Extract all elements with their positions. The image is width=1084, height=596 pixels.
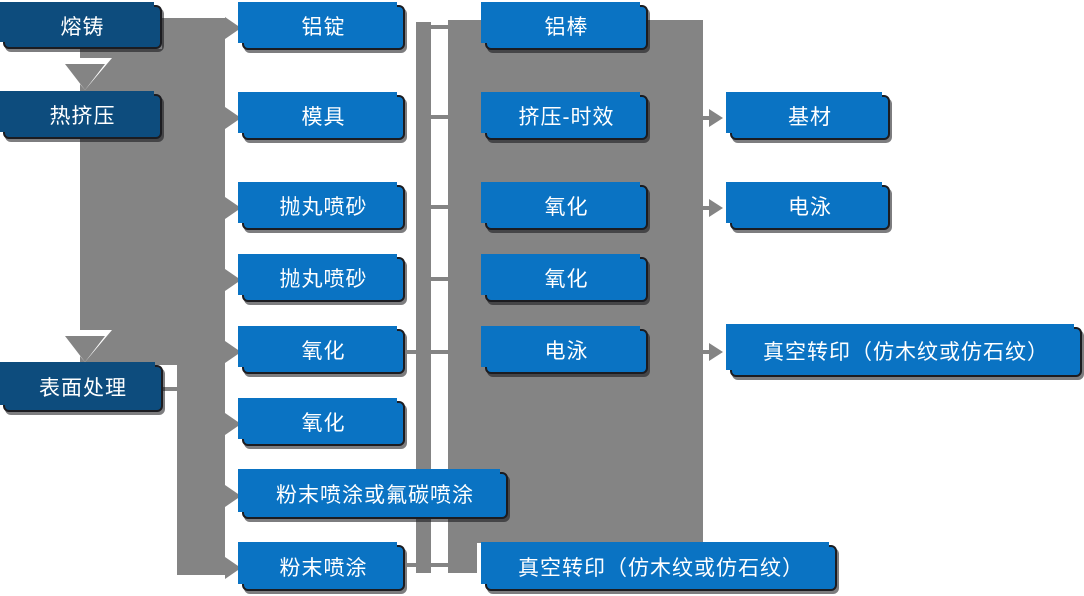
arrow-to-shot-blasting-2-icon: [225, 269, 241, 291]
node-oxidation-d: 氧化: [481, 254, 648, 302]
arrow-to-powder-coating-icon: [225, 557, 241, 579]
connector-stub-row3: [431, 205, 448, 209]
arrow-to-shot-blasting-1-icon: [225, 197, 241, 219]
node-melting: 熔铸: [0, 2, 162, 49]
node-powder-coating-label: 粉末喷涂: [279, 556, 368, 580]
node-vacuum-transfer-print-2: 真空转印（仿木纹或仿石纹）: [481, 542, 837, 591]
node-shot-blasting-2: 抛丸喷砂: [238, 254, 405, 302]
node-vacuum-transfer-print-1: 真空转印（仿木纹或仿石纹）: [726, 324, 1082, 377]
arrow-to-powder-fluorocarbon-icon: [225, 485, 241, 507]
connector-stub-row5: [407, 350, 448, 354]
arrow-to-oxidation-a-icon: [225, 341, 241, 363]
node-oxidation-c: 氧化: [481, 182, 648, 230]
connector-stub-row2: [431, 115, 448, 119]
node-oxidation-b: 氧化: [238, 398, 405, 446]
node-powder-or-fluorocarbon-coating: 粉末喷涂或氟碳喷涂: [238, 469, 508, 519]
connector-stub-row8: [407, 563, 448, 567]
node-hot-extrusion-label: 热挤压: [49, 105, 116, 128]
node-base-material: 基材: [726, 92, 890, 140]
node-hot-extrusion: 热挤压: [0, 91, 162, 139]
connector-left-trunk-lower: [177, 365, 225, 575]
connector-stub-row1: [431, 25, 448, 29]
node-mold: 模具: [238, 92, 405, 140]
node-aluminum-ingot: 铝锭: [238, 2, 405, 50]
arrow-to-mold-icon: [225, 107, 241, 129]
node-vacuum-transfer-print-2-label: 真空转印（仿木纹或仿石纹）: [518, 556, 804, 580]
arrow-to-vacuum-transfer-icon: [709, 343, 723, 361]
node-aluminum-rod: 铝棒: [481, 2, 648, 50]
arrow-stem-electrophoresis: [700, 206, 710, 210]
node-oxidation-b-label: 氧化: [301, 412, 346, 435]
arrow-stem-vacuum-transfer: [700, 350, 710, 354]
arrow-to-electrophoresis-icon: [709, 199, 723, 217]
node-mold-label: 模具: [301, 106, 346, 129]
arrow-to-aluminum-ingot-icon: [225, 17, 241, 39]
arrow-down-to-hot-extrusion-icon: [65, 64, 105, 90]
node-surface-treatment-label: 表面处理: [39, 377, 127, 400]
node-oxidation-a-label: 氧化: [301, 340, 346, 363]
connector-stub-row4: [431, 277, 448, 281]
node-shot-blasting-2-label: 抛丸喷砂: [279, 268, 368, 291]
node-oxidation-c-label: 氧化: [544, 196, 589, 219]
node-electrophoresis-b-label: 电泳: [788, 196, 832, 219]
connector-panel-leg: [448, 543, 477, 573]
node-electrophoresis-a-label: 电泳: [544, 340, 589, 363]
node-powder-or-fluorocarbon-coating-label: 粉末喷涂或氟碳喷涂: [276, 484, 474, 507]
node-vacuum-transfer-print-1-label: 真空转印（仿木纹或仿石纹）: [763, 340, 1049, 364]
node-extrusion-aging-label: 挤压-时效: [518, 106, 615, 129]
connector-middle-bar: [416, 22, 431, 573]
node-base-material-label: 基材: [788, 106, 832, 129]
connector-top-band: [162, 18, 225, 49]
connector-surface-treatment-stub: [163, 387, 178, 391]
arrow-stem-base-material: [700, 116, 710, 120]
node-oxidation-a: 氧化: [238, 326, 405, 374]
node-electrophoresis-a: 电泳: [481, 326, 648, 374]
node-powder-coating: 粉末喷涂: [238, 542, 405, 591]
arrow-down-to-surface-treatment-icon: [65, 336, 105, 362]
node-extrusion-aging: 挤压-时效: [481, 92, 648, 140]
node-aluminum-ingot-label: 铝锭: [301, 16, 346, 39]
node-shot-blasting-1-label: 抛丸喷砂: [279, 196, 368, 219]
arrow-to-oxidation-b-icon: [225, 413, 241, 435]
node-shot-blasting-1: 抛丸喷砂: [238, 182, 405, 230]
node-surface-treatment: 表面处理: [0, 362, 163, 412]
arrow-to-base-material-icon: [709, 109, 723, 127]
node-aluminum-rod-label: 铝棒: [544, 16, 589, 39]
node-melting-label: 熔铸: [60, 15, 105, 39]
node-electrophoresis-b: 电泳: [726, 182, 890, 230]
node-oxidation-d-label: 氧化: [544, 268, 589, 291]
